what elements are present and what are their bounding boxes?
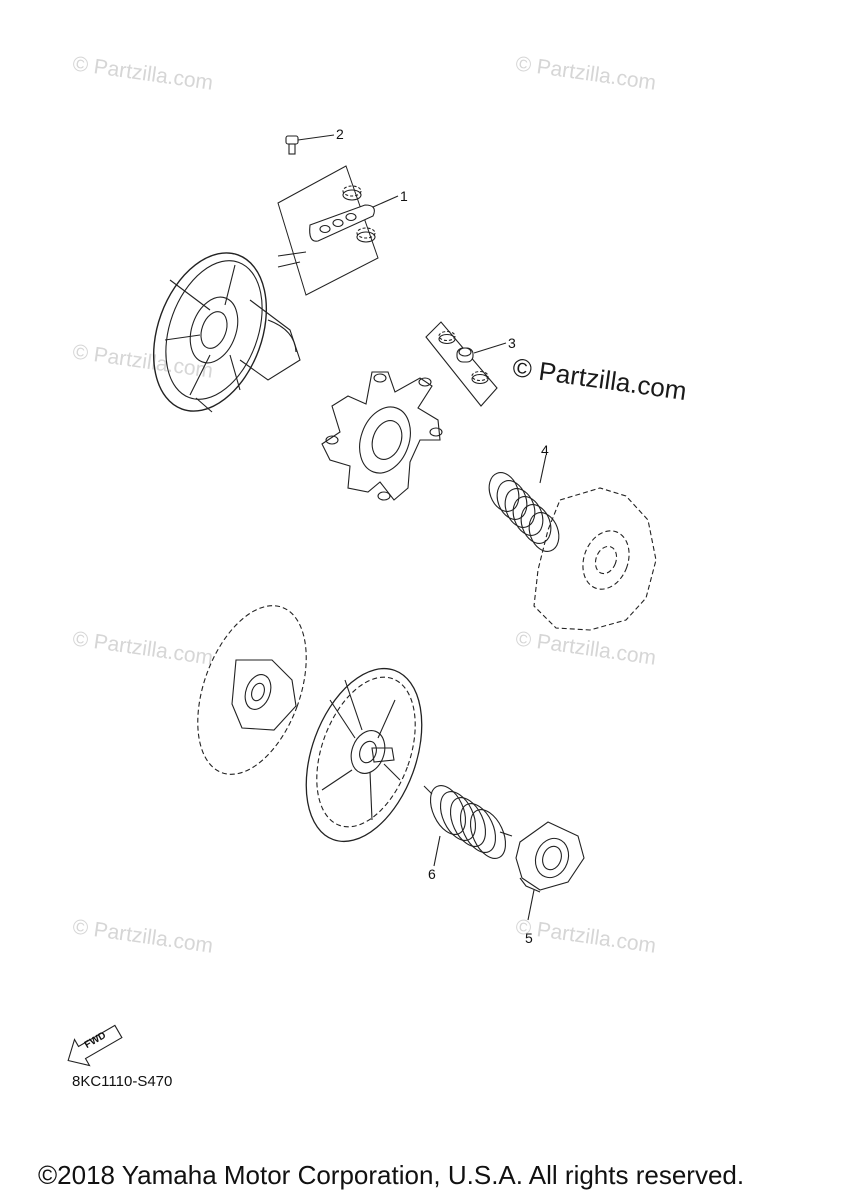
cam-part-5 (515, 821, 585, 921)
spider-cam (321, 371, 443, 501)
secondary-sliding-sheave (305, 667, 423, 843)
bolt-part-2 (285, 134, 335, 155)
primary-sheave (152, 252, 301, 413)
callout-6: 6 (428, 866, 436, 882)
callout-4: 4 (541, 442, 549, 458)
weight-group-part-1 (277, 165, 399, 296)
callout-3: 3 (508, 335, 516, 351)
callout-1: 1 (400, 188, 408, 204)
secondary-fixed-sheave (197, 605, 307, 775)
spring-part-6 (423, 785, 513, 867)
primary-cover (533, 487, 657, 631)
callout-5: 5 (525, 930, 533, 946)
fwd-arrow-icon (67, 1024, 123, 1067)
slider-group-part-3 (425, 321, 507, 407)
diagram-code: 8KC1110-S470 (72, 1073, 173, 1090)
copyright-text: ©2018 Yamaha Motor Corporation, U.S.A. A… (38, 1160, 745, 1190)
callout-2: 2 (336, 126, 344, 142)
spring-part-4 (488, 454, 560, 552)
